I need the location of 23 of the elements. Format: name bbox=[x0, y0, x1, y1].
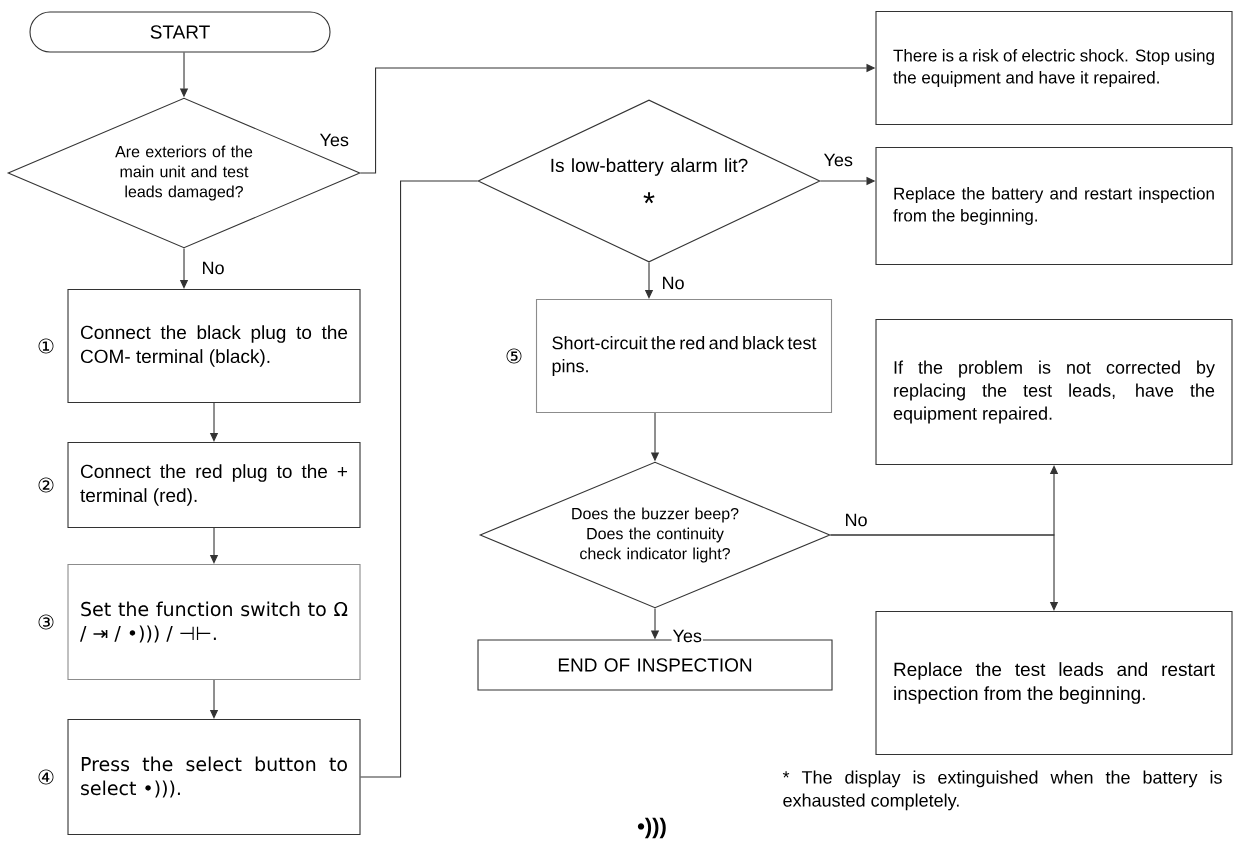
process-box: If the problem is not corrected by replacing the test leads, have the equipment repaired. bbox=[875, 318, 1233, 466]
process-box: Connect the black plug to the COM- terminal (black). bbox=[67, 288, 361, 404]
edge-label: No bbox=[660, 275, 686, 291]
edge-label: Yes bbox=[671, 628, 703, 644]
process-box: Connect the red plug to the + terminal (red). bbox=[67, 441, 361, 529]
step-number: ③ bbox=[38, 614, 54, 630]
step-number: ② bbox=[38, 477, 54, 493]
process-box: Replace the test leads and restart inspection from the beginning. bbox=[875, 610, 1233, 756]
process-box: Replace the battery and restart inspection from the beginning. bbox=[875, 146, 1233, 266]
edge-label: No bbox=[200, 260, 226, 276]
buzzer-symbol: •))) bbox=[637, 817, 666, 839]
step-number: ⑤ bbox=[506, 348, 522, 364]
process-box: Press the select button to select •))). bbox=[67, 718, 361, 836]
edge-label: Yes bbox=[318, 132, 350, 148]
process-box: There is a risk of electric shock. Stop using the equipment and have it repaired. bbox=[875, 10, 1233, 126]
step-number: ④ bbox=[38, 769, 54, 785]
edge-label: Yes bbox=[822, 152, 854, 168]
step-number: ① bbox=[38, 338, 54, 354]
process-box: Set the function switch to Ω / ⇥ / •))) / ⊣⊢. bbox=[67, 563, 361, 681]
process-box: Short-circuit the red and black test pins. bbox=[535, 298, 833, 414]
arrow bbox=[830, 534, 1059, 611]
edge-label: No bbox=[843, 512, 869, 528]
start-terminal: START bbox=[29, 11, 331, 53]
